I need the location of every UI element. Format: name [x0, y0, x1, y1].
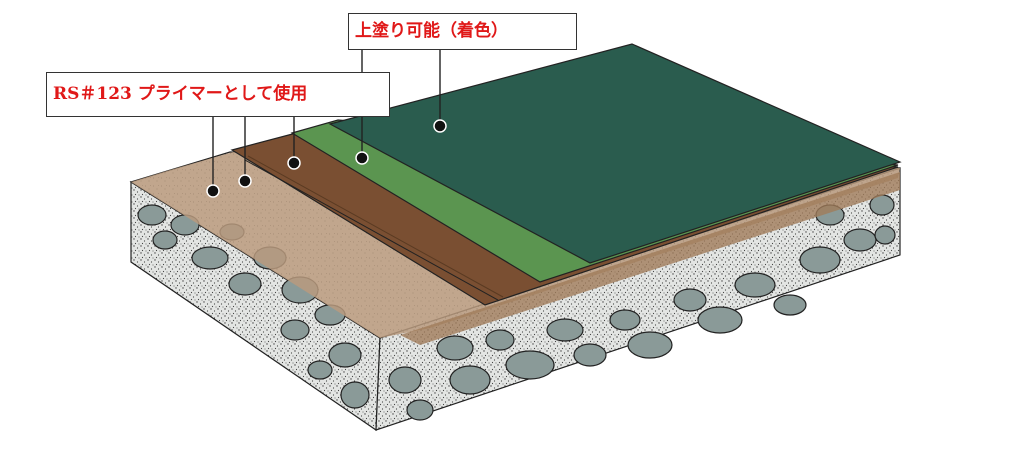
callout-primer-label: RS＃123 プライマーとして使用	[46, 72, 390, 117]
callout-markers	[206, 119, 447, 198]
marker-intermediate	[355, 151, 369, 165]
marker-primer	[238, 174, 252, 188]
primer-edge	[400, 172, 900, 345]
marker-topcoat	[433, 119, 447, 133]
marker-concrete	[206, 184, 220, 198]
callout-topcoat-label: 上塗り可能（着色）	[348, 13, 577, 50]
aggregate-stones-front	[388, 194, 896, 421]
marker-base-coat	[287, 156, 301, 170]
topcoat-layer	[328, 43, 902, 264]
